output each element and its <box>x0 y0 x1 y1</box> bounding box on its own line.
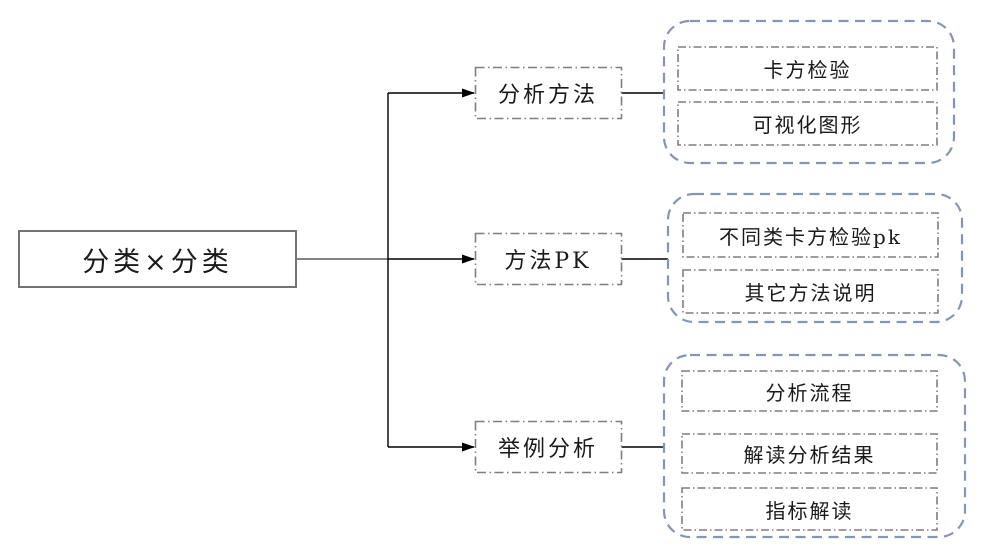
leaf-label-chi-square-pk: 不同类卡方检验pk <box>719 224 902 249</box>
branch-label-example-analysis: 举例分析 <box>497 437 598 462</box>
leaf-label-chi-square-test: 卡方检验 <box>763 58 852 82</box>
leaf-node-border-1-1 <box>677 46 938 91</box>
leaf-node-border-3-3 <box>681 487 938 531</box>
leaf-label-analysis-process: 分析流程 <box>765 380 854 405</box>
branch-label-analysis-method: 分析方法 <box>497 83 598 108</box>
leaf-label-visualization: 可视化图形 <box>752 113 863 137</box>
leaf-node-border-1-2 <box>677 101 938 146</box>
leaf-label-indicator-interpretation: 指标解读 <box>765 498 854 523</box>
branch-node-border-2 <box>474 232 623 286</box>
root-node-border <box>18 230 297 288</box>
leaf-node-border-3-1 <box>681 370 938 412</box>
branch-node-border-3 <box>474 420 623 474</box>
root-node-label: 分类×分类 <box>82 246 233 278</box>
leaf-node-border-2-2 <box>682 269 939 314</box>
branch-node-border-1 <box>474 66 623 120</box>
branch-label-method-pk: 方法PK <box>504 249 592 274</box>
group-container-3 <box>662 353 967 539</box>
group-container-2 <box>666 192 964 324</box>
group-container-1 <box>662 19 956 165</box>
leaf-node-border-3-2 <box>681 433 938 474</box>
leaf-node-border-2-1 <box>682 212 939 258</box>
leaf-label-other-methods: 其它方法说明 <box>744 281 877 305</box>
leaf-label-interpret-results: 解读分析结果 <box>743 443 876 467</box>
